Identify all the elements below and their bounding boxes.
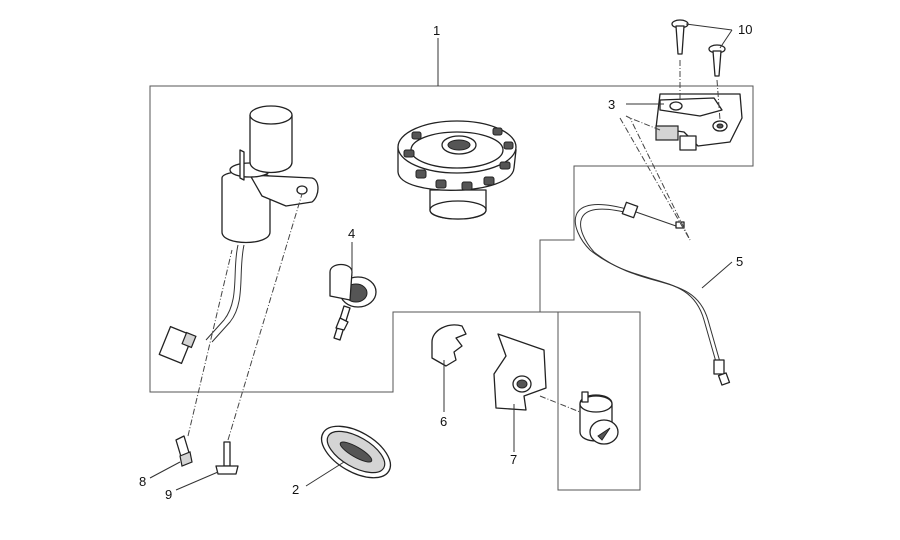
callout-9: 9	[165, 487, 172, 502]
key	[329, 263, 377, 341]
lock-group-frame	[393, 165, 753, 313]
door-lock-group-frame-edge	[540, 311, 640, 491]
callout-6: 6	[440, 414, 447, 429]
callout-1: 1	[433, 23, 440, 38]
lock-cylinder	[579, 391, 619, 445]
assembly-lines	[187, 60, 721, 441]
callout-8: 8	[139, 474, 146, 489]
callout-3: 3	[608, 97, 615, 112]
emblem-badge	[320, 425, 392, 479]
lock-bracket	[493, 333, 547, 411]
callout-5: 5	[736, 254, 743, 269]
ignition-switch	[158, 105, 319, 365]
callout-4: 4	[348, 226, 355, 241]
flange-screw	[215, 441, 239, 475]
cable	[574, 201, 731, 386]
callout-2: 2	[292, 482, 299, 497]
fuel-cap	[397, 120, 517, 220]
callout-10: 10	[738, 22, 752, 37]
retaining-clip	[431, 324, 467, 367]
screws	[671, 19, 726, 77]
leader-lines	[149, 23, 733, 491]
callouts: 1 2 3 4 5 6 7 8 9 10	[139, 22, 752, 502]
small-screw	[175, 435, 193, 467]
switch-bracket	[655, 93, 743, 151]
callout-7: 7	[510, 452, 517, 467]
